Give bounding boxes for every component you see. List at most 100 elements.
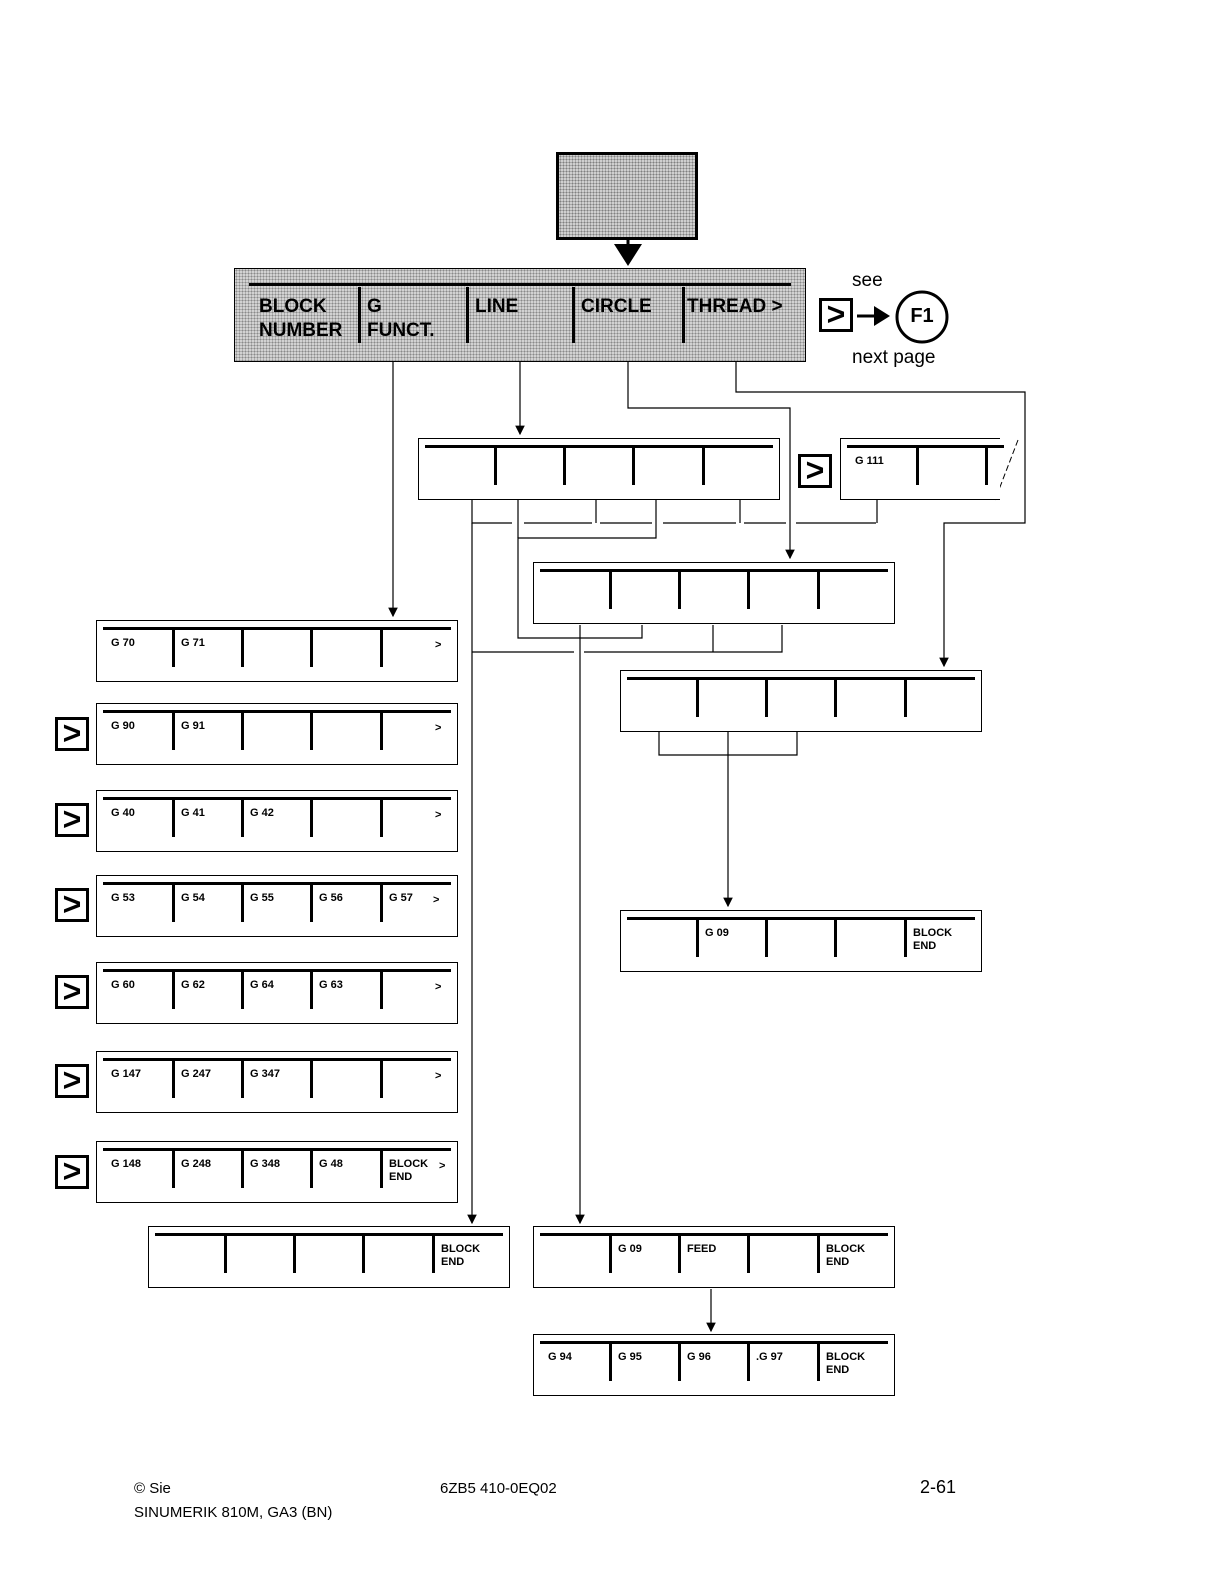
panel-separator [765,677,768,717]
next-key-icon: > [55,1064,89,1098]
g147-panel: G 147 G 247 G 347 > [96,1051,458,1113]
panel-separator [696,917,699,957]
panel-separator [310,969,313,1009]
softkey-g147[interactable]: G 147 [111,1068,141,1080]
panel-separator [310,1148,313,1188]
panel-separator [380,710,383,750]
softkey-block-end[interactable]: BLOCK END [441,1243,481,1268]
panel-separator [765,917,768,957]
softkey-g41[interactable]: G 41 [181,807,205,819]
softkey-g-funct[interactable]: G FUNCT. [367,296,435,341]
softkey-block-end[interactable]: BLOCK END [913,927,953,952]
softkey-g90[interactable]: G 90 [111,720,135,732]
panel-separator [817,1233,820,1273]
more-indicator: > [433,894,440,906]
next-key-icon: > [55,888,89,922]
g53-panel: G 53 G 54 G 55 G 56 G 57 > [96,875,458,937]
panel-separator [224,1233,227,1273]
softkey-g70[interactable]: G 70 [111,637,135,649]
panel-separator [904,917,907,957]
panel-top-bar [540,569,888,572]
softkey-g56[interactable]: G 56 [319,892,343,904]
softkey-g57[interactable]: G 57 [389,892,413,904]
softkey-g95[interactable]: G 95 [618,1351,642,1363]
softkey-g347[interactable]: G 347 [250,1068,280,1080]
panel-separator [702,445,705,485]
next-page-label: next page [852,347,936,368]
softkey-thread[interactable]: THREAD > [687,296,783,317]
softkey-g09[interactable]: G 09 [705,927,729,939]
softkey-feed[interactable]: FEED [687,1243,717,1255]
softkey-g60[interactable]: G 60 [111,979,135,991]
panel-separator [834,917,837,957]
softkey-g55[interactable]: G 55 [250,892,274,904]
panel-top-bar [103,627,451,630]
panel-separator [241,710,244,750]
softkey-g42[interactable]: G 42 [250,807,274,819]
panel-separator [494,445,497,485]
softkey-block-end[interactable]: BLOCK END [826,1351,866,1376]
panel-separator [172,882,175,922]
softkey-separator [466,287,469,343]
panel-separator [817,1341,820,1381]
softkey-g96[interactable]: G 96 [687,1351,711,1363]
softkey-g09[interactable]: G 09 [618,1243,642,1255]
panel-separator [678,569,681,609]
f1-label: F1 [910,305,934,327]
softkey-g111[interactable]: G 111 [855,455,884,467]
softkey-line[interactable]: LINE [475,296,519,317]
thread-submenu-2 [620,670,982,732]
panel-top-bar [155,1233,503,1236]
panel-separator [916,445,919,485]
panel-separator [432,1233,435,1273]
next-key-icon: > [55,717,89,751]
panel-separator [834,677,837,717]
panel-separator [241,1058,244,1098]
softkey-g91[interactable]: G 91 [181,720,205,732]
softkey-g53[interactable]: G 53 [111,892,135,904]
panel-separator [678,1233,681,1273]
softkey-g94[interactable]: G 94 [548,1351,572,1363]
softkey-g64[interactable]: G 64 [250,979,274,991]
softkey-block-end[interactable]: BLOCK END [389,1158,429,1183]
next-key-icon: > [798,454,832,488]
softkey-g348[interactable]: G 348 [250,1158,280,1170]
g09-panel: G 09 BLOCK END [620,910,982,972]
panel-separator [380,627,383,667]
next-key-icon: > [55,1155,89,1189]
panel-separator [172,627,175,667]
panel-top-bar [425,445,773,448]
screen-display [556,152,698,240]
softkey-g247[interactable]: G 247 [181,1068,211,1080]
softkey-block-number[interactable]: BLOCK NUMBER [259,296,343,341]
panel-top-bar [627,917,975,920]
softkey-g97[interactable]: .G 97 [756,1351,783,1363]
panel-top-bar [540,1233,888,1236]
softkey-g40[interactable]: G 40 [111,807,135,819]
panel-separator [310,1058,313,1098]
next-key-icon: > [55,803,89,837]
softkey-g148[interactable]: G 148 [111,1158,141,1170]
more-indicator: > [435,722,442,734]
softkey-separator [358,287,361,343]
softkey-g62[interactable]: G 62 [181,979,205,991]
feed-types-panel: G 94 G 95 G 96 .G 97 BLOCK END [533,1334,895,1396]
panel-top-bar [103,710,451,713]
softkey-g54[interactable]: G 54 [181,892,205,904]
menu-top-bar [249,283,791,286]
panel-separator [632,445,635,485]
softkey-g248[interactable]: G 248 [181,1158,211,1170]
softkey-g71[interactable]: G 71 [181,637,205,649]
panel-separator [172,969,175,1009]
softkey-g48[interactable]: G 48 [319,1158,343,1170]
panel-separator [380,1058,383,1098]
more-indicator: > [435,1070,442,1082]
softkey-g63[interactable]: G 63 [319,979,343,991]
softkey-block-end[interactable]: BLOCK END [826,1243,866,1268]
softkey-separator [572,287,575,343]
softkey-circle[interactable]: CIRCLE [581,296,652,317]
panel-separator [380,882,383,922]
feed-panel: G 09 FEED BLOCK END [533,1226,895,1288]
panel-top-bar [103,969,451,972]
